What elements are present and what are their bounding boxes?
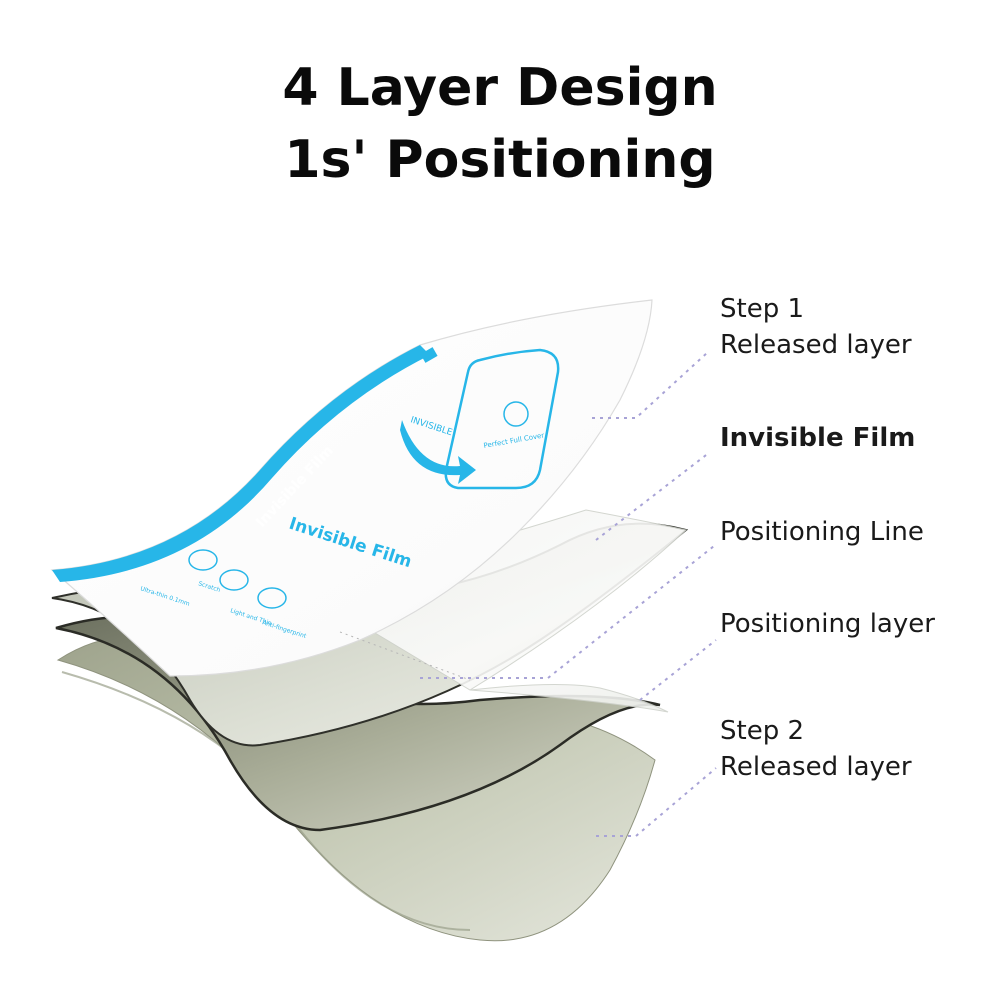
phone-outline xyxy=(444,348,560,490)
label-step1-title: Step 1 xyxy=(720,294,805,324)
light-thin-icon xyxy=(219,569,249,591)
positioning-dash-line xyxy=(339,631,471,681)
label-invisible-film: Invisible Film xyxy=(720,423,916,453)
label-step1-subtitle: Released layer xyxy=(720,330,912,360)
corner-badge xyxy=(420,347,438,363)
leader-invisible-film xyxy=(595,451,711,541)
leader-positioning-line xyxy=(420,545,715,679)
invisible-arrow xyxy=(400,420,476,484)
scratch-icon xyxy=(188,549,218,571)
page-title-line-2: 1s' Positioning xyxy=(284,130,716,190)
clear-sheet xyxy=(298,509,688,713)
leader-step2 xyxy=(596,767,717,837)
cyan-border xyxy=(52,345,430,582)
leader-lines xyxy=(420,351,717,837)
phone-check-icon xyxy=(503,401,529,427)
label-positioning-line: Positioning Line xyxy=(720,517,924,547)
label-positioning-layer: Positioning layer xyxy=(720,609,935,639)
leader-positioning-layer xyxy=(639,639,717,701)
label-step2-subtitle: Released layer xyxy=(720,752,912,782)
page-title-line-1: 4 Layer Design xyxy=(282,58,718,118)
label-step2-title: Step 2 xyxy=(720,716,805,746)
anti-fingerprint-icon xyxy=(257,587,287,609)
